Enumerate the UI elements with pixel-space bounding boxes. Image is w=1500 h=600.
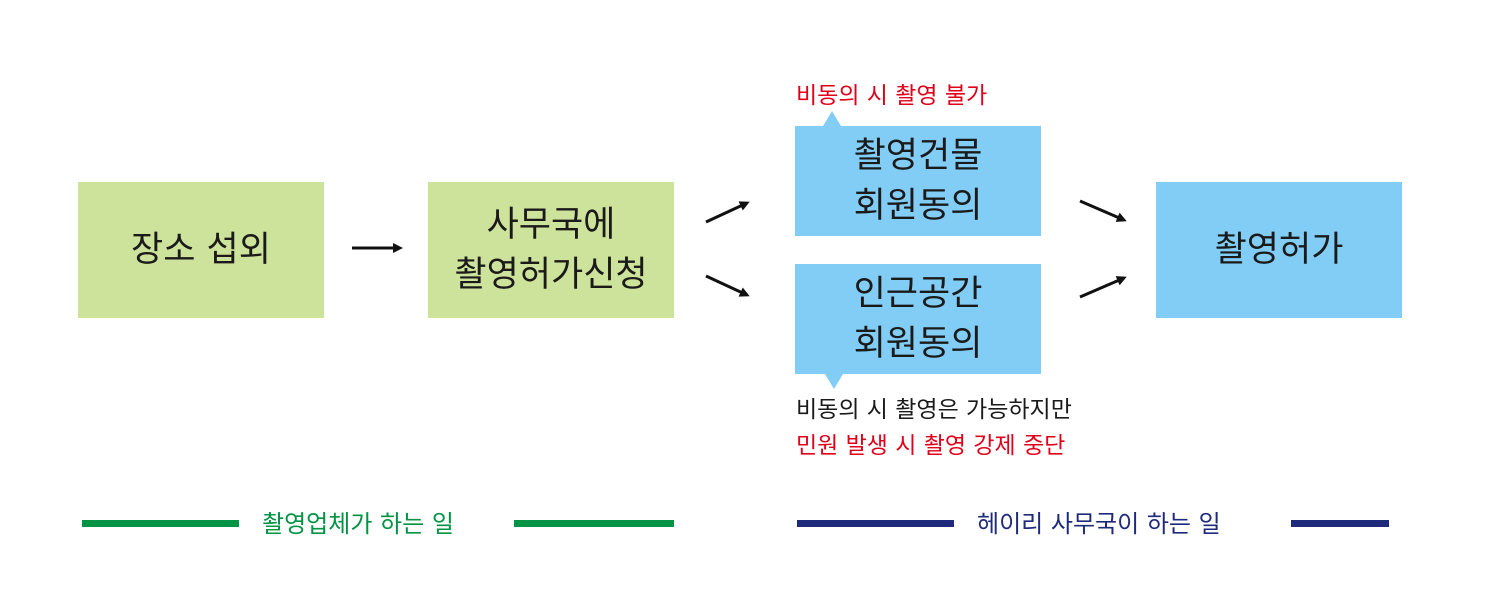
- location-box: 장소 섭외: [78, 182, 324, 318]
- building-consent-box: 촬영건물 회원동의: [795, 126, 1041, 236]
- arrow-apply-to-building: [705, 201, 750, 224]
- nearby-refuse-note-line2: 민원 발생 시 촬영 강제 중단: [796, 433, 1066, 459]
- arrow-building-to-permit: [1079, 199, 1127, 222]
- company-legend-line-left: [82, 520, 239, 527]
- nearby-label-line2: 회원동의: [853, 324, 983, 364]
- building-label-line1: 촬영건물: [853, 136, 983, 176]
- building-label-line2: 회원동의: [853, 186, 983, 226]
- office-legend-label: 헤이리 사무국이 하는 일: [977, 510, 1221, 538]
- company-legend-label: 촬영업체가 하는 일: [262, 510, 454, 538]
- nearby-callout-pointer: [825, 374, 843, 389]
- nearby-refuse-note-line1: 비동의 시 촬영은 가능하지만: [796, 397, 1072, 423]
- office-legend-line-left: [797, 520, 954, 527]
- nearby-label-line1: 인근공간: [853, 274, 983, 314]
- permit-box: 촬영허가: [1156, 182, 1402, 318]
- building-callout-pointer: [823, 111, 841, 126]
- nearby-consent-box: 인근공간 회원동의: [795, 264, 1041, 374]
- building-refuse-note: 비동의 시 촬영 불가: [796, 83, 988, 109]
- location-label: 장소 섭외: [131, 230, 271, 270]
- apply-label-line2: 촬영허가신청: [454, 255, 648, 295]
- apply-box: 사무국에 촬영허가신청: [428, 182, 674, 318]
- office-legend-line-right: [1291, 520, 1389, 527]
- arrow-apply-to-nearby: [705, 274, 750, 297]
- apply-label-line1: 사무국에: [486, 205, 616, 245]
- arrow-nearby-to-permit: [1079, 276, 1127, 299]
- company-legend-line-right: [514, 520, 674, 527]
- permit-label: 촬영허가: [1214, 230, 1344, 270]
